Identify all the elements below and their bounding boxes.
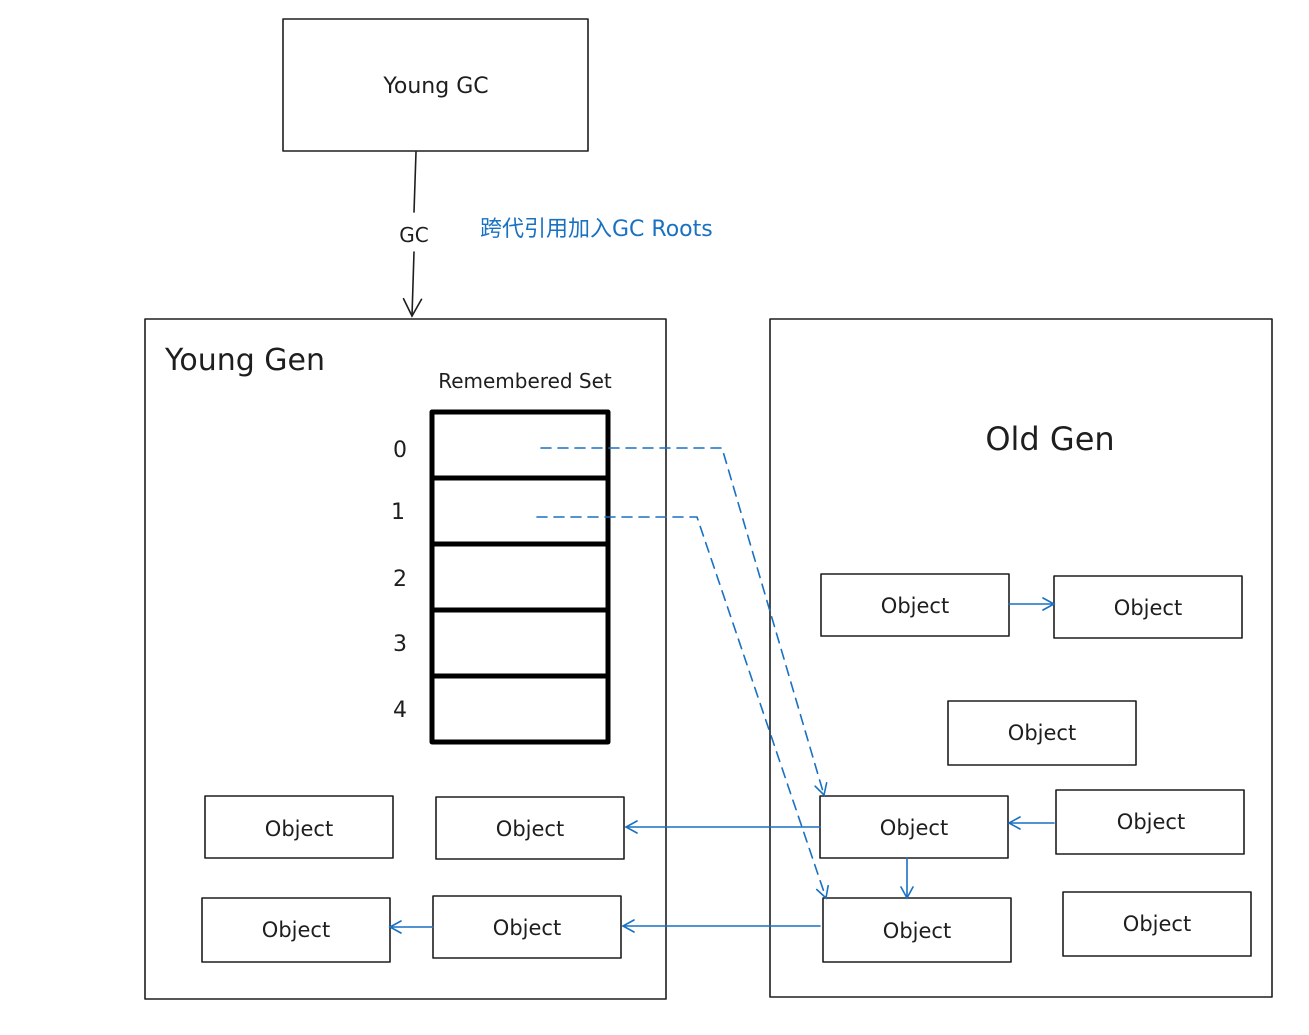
- young-gc-label: Young GC: [382, 74, 488, 99]
- card-table-pointer: [536, 516, 829, 900]
- object-label: Object: [881, 594, 949, 618]
- old-object: Object: [820, 573, 1010, 637]
- old-object: Object: [1062, 891, 1252, 957]
- object-label: Object: [496, 817, 564, 841]
- young-object: Object: [201, 897, 391, 963]
- old-object: Object: [1055, 789, 1245, 855]
- young-object: Object: [204, 795, 394, 859]
- young-gc-node: Young GC: [282, 18, 589, 152]
- gc-edge-label: GC: [399, 223, 428, 247]
- card-table-pointer: [540, 447, 828, 797]
- object-label: Object: [1008, 721, 1076, 745]
- old-object: Object: [1053, 575, 1243, 639]
- object-label: Object: [1114, 596, 1182, 620]
- remembered-set-slot: [429, 673, 611, 745]
- object-label: Object: [1123, 912, 1191, 936]
- old-object: Object: [822, 897, 1012, 963]
- young-gen-title: Young Gen: [164, 343, 325, 378]
- slot-index: 1: [391, 500, 405, 525]
- old-gen-title: Old Gen: [985, 420, 1114, 458]
- slot-index: 4: [393, 698, 407, 723]
- object-label: Object: [493, 916, 561, 940]
- object-label: Object: [265, 817, 333, 841]
- old-gen-region: Old Gen: [769, 318, 1273, 998]
- remembered-set-title: Remembered Set: [438, 369, 612, 393]
- gc-edge: GC: [399, 151, 429, 318]
- object-label: Object: [883, 919, 951, 943]
- slot-index: 0: [393, 438, 407, 463]
- reference-arrows: [388, 447, 1056, 934]
- old-object: Object: [947, 700, 1137, 766]
- young-gen-region: Young Gen: [144, 318, 667, 1000]
- remembered-set-slot: [429, 541, 611, 613]
- young-object: Object: [432, 895, 622, 959]
- remembered-set: Remembered Set 0 1 2 3 4: [391, 369, 612, 745]
- object-label: Object: [262, 918, 330, 942]
- slot-index: 2: [393, 567, 407, 592]
- old-object: Object: [819, 795, 1009, 859]
- object-label: Object: [1117, 810, 1185, 834]
- object-label: Object: [880, 816, 948, 840]
- remembered-set-slot: [429, 607, 611, 679]
- young-object: Object: [435, 796, 625, 860]
- remembered-set-slot: [429, 409, 611, 481]
- slot-index: 3: [393, 632, 407, 657]
- cross-gen-annotation: 跨代引用加入GC Roots: [480, 217, 713, 242]
- remembered-set-slot: [429, 475, 611, 547]
